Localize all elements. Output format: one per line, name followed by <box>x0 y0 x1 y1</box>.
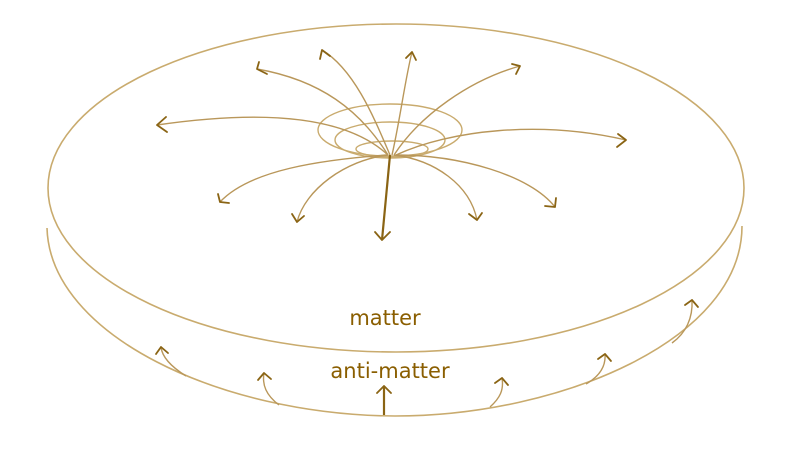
flow-line-center-down <box>380 154 392 241</box>
flow-line-lower-left <box>296 154 389 223</box>
arrowhead-lower-left-far-icon <box>217 193 230 204</box>
side-flow-line-1 <box>160 346 187 377</box>
flow-line-upper-left <box>256 68 389 156</box>
arrowhead-lower-right-far-icon <box>544 197 557 208</box>
side-flow-line-6 <box>671 299 693 344</box>
arrowhead-lower-right-icon <box>468 212 483 221</box>
flow-line-lower-right-far <box>395 154 556 208</box>
side-arrowhead-1-icon <box>155 346 169 355</box>
flow-line-lower-left-far <box>219 154 387 203</box>
side-arrowhead-6-icon <box>684 299 699 308</box>
arrowhead-top-right-icon <box>405 51 417 61</box>
hole-ring-outer <box>317 103 463 157</box>
matter-label: matter <box>349 306 421 330</box>
torus-side-wall <box>46 225 743 417</box>
flow-line-top-left <box>321 49 391 156</box>
flow-line-upper-right <box>393 65 521 156</box>
upper-flow-lines <box>156 49 627 241</box>
side-flow-line-5 <box>585 353 606 385</box>
arrowhead-left-far-icon <box>156 116 168 133</box>
side-flow-line-2 <box>262 372 280 406</box>
flow-line-left-far <box>156 116 389 156</box>
arrowhead-center-down-icon <box>374 231 391 241</box>
flow-line-right-far <box>395 128 627 156</box>
anti-matter-label: anti-matter <box>330 359 450 383</box>
arrowhead-right-far-icon <box>616 133 627 148</box>
torus-top-ellipse <box>47 23 745 353</box>
side-arrowhead-2-icon <box>257 372 272 381</box>
side-flow-lines <box>160 299 693 415</box>
side-arrowheads <box>155 299 699 394</box>
arrowhead-top-left-icon <box>319 49 331 60</box>
torus-body <box>46 23 745 417</box>
arrowhead-upper-left-icon <box>256 61 268 75</box>
arrowhead-upper-right-icon <box>511 63 521 75</box>
side-arrowhead-3-icon <box>376 385 392 394</box>
side-arrowhead-5-icon <box>597 353 612 362</box>
central-hole <box>317 103 463 159</box>
flow-line-top-right <box>391 51 413 156</box>
flow-line-lower-right <box>393 154 478 221</box>
arrowhead-lower-left-icon <box>291 213 305 223</box>
side-arrowhead-4-icon <box>494 377 509 386</box>
side-flow-line-4 <box>489 377 504 408</box>
upper-arrowheads <box>156 49 627 241</box>
hole-ring-middle <box>334 121 446 159</box>
hole-ring-inner <box>355 140 429 158</box>
